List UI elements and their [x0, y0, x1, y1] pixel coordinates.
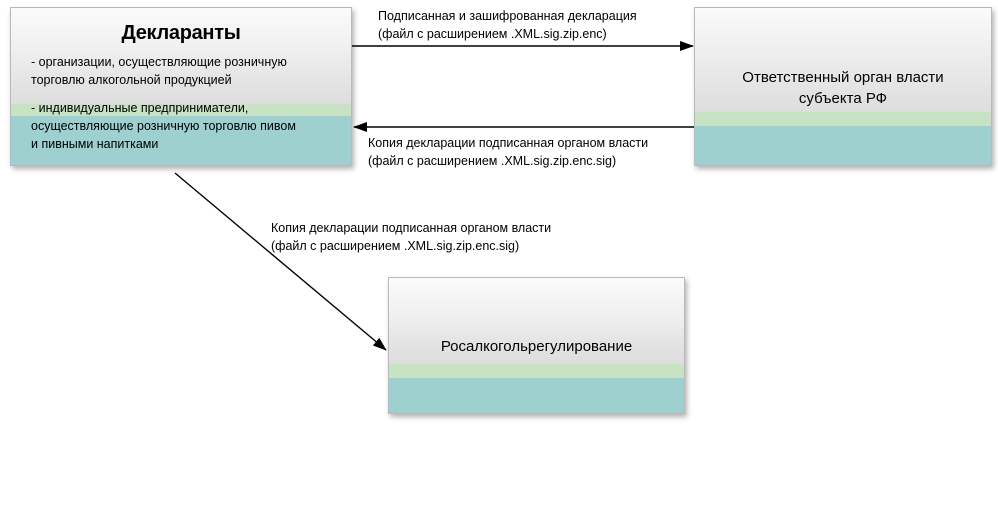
arrow-label-to-declarants: Копия декларации подписанная органом вла…	[368, 134, 648, 170]
arrow-label-line: Подписанная и зашифрованная декларация	[378, 9, 637, 23]
arrow-label-line: (файл с расширением .XML.sig.zip.enc.sig…	[368, 154, 617, 168]
declarants-entrepreneurs: - индивидуальные предприниматели, осущес…	[31, 99, 296, 153]
arrow-to-rosalco	[174, 172, 387, 351]
declarants-line: осуществляющие розничную торговлю пивом	[31, 119, 296, 133]
declarants-line: - индивидуальные предприниматели,	[31, 101, 249, 115]
authority-line: Ответственный орган власти	[742, 69, 944, 86]
rosalco-label: Росалкогольрегулирование	[440, 338, 633, 355]
declarants-line: - организации, осуществляющие розничную	[31, 55, 287, 69]
arrow-label-to-rosalco: Копия декларации подписанная органом вла…	[271, 219, 551, 255]
authority-label: Ответственный орган власти субъекта РФ	[695, 67, 991, 109]
arrow-label-line: Копия декларации подписанная органом вла…	[368, 136, 649, 150]
declarants-line: торговлю алкогольной продукцией	[31, 73, 232, 87]
authority-line: субъекта РФ	[798, 90, 888, 107]
declarants-box: Декларанты - организации, осуществляющие…	[10, 7, 352, 166]
arrow-label-line: (файл с расширением .XML.sig.zip.enc.sig…	[271, 239, 520, 253]
declarants-organizations: - организации, осуществляющие розничную …	[31, 53, 287, 89]
authority-box: Ответственный орган власти субъекта РФ	[694, 7, 992, 166]
arrow-label-line: (файл с расширением .XML.sig.zip.enc)	[378, 27, 607, 41]
declarants-title: Декларанты	[121, 22, 241, 44]
arrow-label-to-authority: Подписанная и зашифрованная декларация (…	[378, 7, 637, 43]
rosalco-box: Росалкогольрегулирование	[388, 277, 685, 414]
arrow-label-line: Копия декларации подписанная органом вла…	[271, 221, 552, 235]
declarants-line: и пивными напитками	[31, 137, 159, 151]
